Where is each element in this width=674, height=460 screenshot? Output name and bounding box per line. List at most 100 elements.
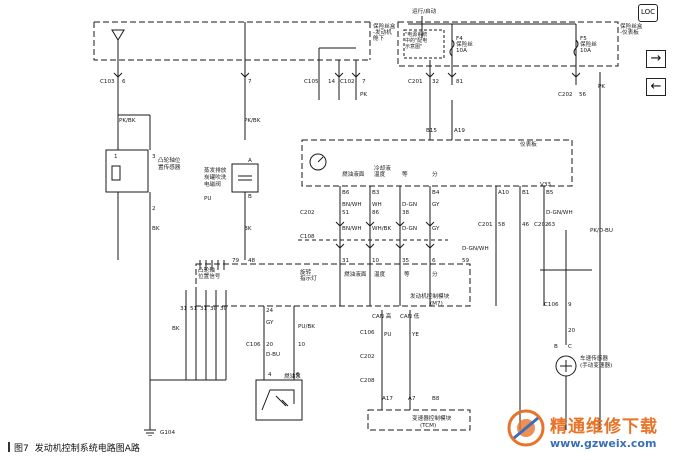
pin: 6 [296,372,300,378]
pin: 24 [266,308,274,314]
tcm-title: 变速器控制模块(TCM) [412,414,452,429]
ecm-label: 温度 [374,270,386,278]
pin: 6 [432,258,436,264]
pin: 38 [402,210,410,216]
pin: 30 [220,306,228,312]
pin: B3 [372,190,380,196]
ecm-label: 等 [404,270,410,278]
pin: 2 [152,206,156,212]
pin: 9 [568,302,572,308]
ecm-label: 分 [432,270,438,278]
speed-sensor-label: 车速传感器(手动变速器) [580,354,612,369]
watermark-logo-icon [507,409,545,447]
pin: B4 [432,190,440,196]
pin: 4 [268,372,272,378]
pin: 35 [402,258,410,264]
pk: PK [360,92,367,98]
pin: 10 [298,342,306,348]
pin: 48 [248,258,256,264]
pin: 10 [372,258,380,264]
pin: B [248,194,252,200]
ecm-label: 指示灯 [300,274,317,282]
wire-pkdbu: PK/D-BU [590,228,613,234]
c102: C102 [340,79,355,85]
pin: B1 [522,190,530,196]
pin: 30 [210,306,218,312]
cluster-gauge: 温度 [374,170,386,178]
solenoid-label: 蒸发排放炭罐吹洗电磁阀 [204,166,227,188]
watermark-url: www.gzweix.com [550,437,657,450]
pin: 56 [579,92,587,98]
c103: C103 [100,79,115,85]
wire-bk: BK [172,326,180,332]
pin: 79 [232,258,240,264]
caption-bar [8,442,10,452]
pin: A17 [382,396,393,402]
watermark-title: 精通维修下载 [550,417,658,437]
wire: D-GN [402,226,417,232]
cam-sensor-box [105,149,149,193]
wire: BN/WH [342,202,362,208]
watermark: 精通维修下载 www.gzweix.com [504,404,670,458]
dash-box-frame [397,21,619,67]
pin: A7 [408,396,416,402]
pin: 6 [122,79,126,85]
battery-symbol [111,29,125,41]
pin: 32 [432,79,439,85]
cluster-gauge: 等 [402,170,408,178]
pin: A10 [498,190,509,196]
loc-icon: LOC [638,4,658,22]
pin: B [554,344,558,350]
ecm-label: 燃油液面 [344,270,367,278]
c202: C202 [558,92,573,98]
c208: C208 [360,378,375,384]
pin: 3 [152,154,156,160]
wire: YE [411,332,419,338]
c106: C106 [246,342,261,348]
ground-symbol [144,429,156,436]
pin: 7 [248,79,252,85]
distribution-box [403,29,445,59]
wire-pu: PU [204,196,211,202]
pin: 20 [568,328,576,334]
wire: D-GN/WH [462,246,489,252]
cluster-frame [301,139,573,187]
wire: GY [432,202,440,208]
pin: 7 [362,79,366,85]
tcm-frame [367,409,471,431]
pin: C [568,344,572,350]
wire: PU [384,332,391,338]
cluster-gauge: 冷却液 [374,164,391,172]
pin: 31 [342,258,350,264]
wire: WH/BK [372,226,391,232]
forward-arrow-icon[interactable]: → [646,50,666,68]
pin: A [248,158,252,164]
gauge-icon [309,153,327,171]
ecm-title: 发动机控制模块(M7) [410,292,450,307]
c105: C105 [304,79,319,85]
c108: C108 [300,234,315,240]
wire-bk: BK [244,226,252,232]
a19: A19 [454,128,465,134]
can-low: CAN 低 [400,312,420,320]
run-start-label: 运行/启动 [412,7,437,15]
wire: GY [432,226,440,232]
evap-solenoid [231,163,259,193]
wire: GY [266,320,274,326]
c202: C202 [300,210,315,216]
fuse-box-right: 保险丝盒-仪表板 [620,22,643,36]
c201: C201 [478,222,493,228]
ecm-label: 旋转 [300,268,312,276]
pin: 20 [266,342,274,348]
wire-pkbk: PK/BK [119,118,136,124]
pin: 14 [328,79,336,85]
wire-pkbk: PK/BK [244,118,261,124]
cam-signal-label: 凸轮轴位置信号 [198,266,221,280]
c106: C106 [544,302,559,308]
back-arrow-icon[interactable]: ← [646,78,666,96]
fuel-sender-box [255,379,303,421]
pin: 86 [372,210,380,216]
cluster-gauge: 分 [432,170,438,178]
pin: B5 [546,190,554,196]
